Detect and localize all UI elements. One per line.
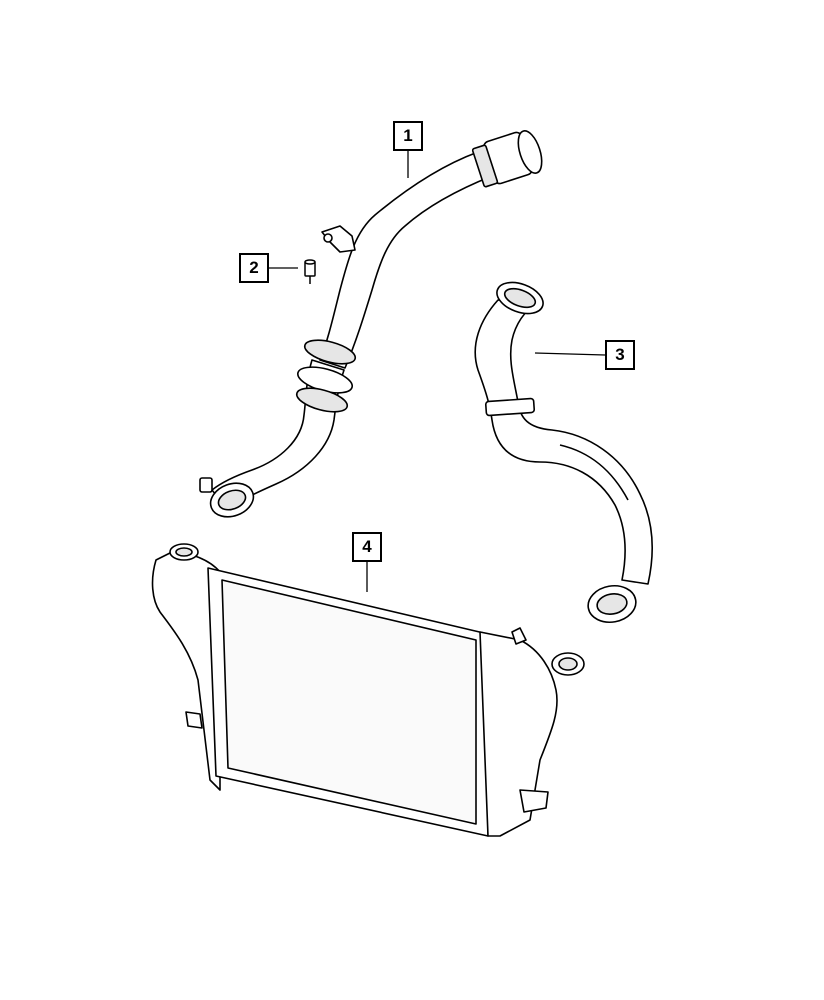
callout-4[interactable]: 4	[352, 532, 382, 562]
callout-3[interactable]: 3	[605, 340, 635, 370]
callout-2[interactable]: 2	[239, 253, 269, 283]
hose-1-drawing	[199, 130, 543, 518]
leader-lines	[269, 151, 606, 592]
leader-line-3	[534, 352, 606, 356]
stud-2-drawing	[304, 259, 316, 284]
cooler-4-drawing	[151, 543, 585, 837]
callout-1[interactable]: 1	[393, 121, 423, 151]
hose-3-drawing	[474, 281, 653, 624]
